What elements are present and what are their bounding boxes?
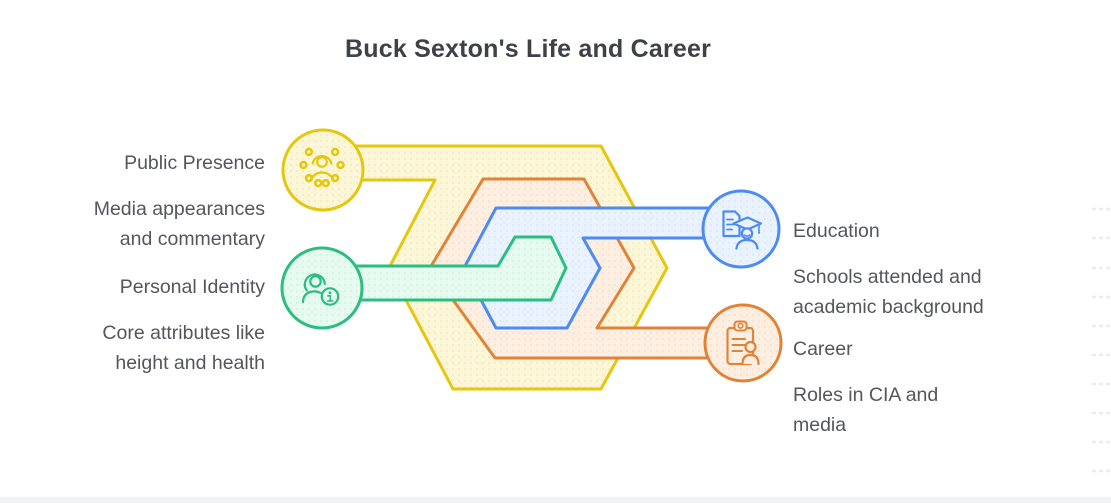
node-title: Career — [793, 338, 853, 360]
node-label-education: Education Schools attended and academic … — [793, 216, 1063, 322]
page-ruled-lines — [1092, 207, 1111, 473]
node-circle-education — [701, 189, 781, 269]
node-label-public-presence: Public Presence Media appearances and co… — [0, 148, 265, 254]
clipboard-person-icon — [726, 320, 760, 366]
node-circle-public-presence — [281, 128, 365, 212]
graduate-document-icon — [722, 210, 763, 250]
node-title: Education — [793, 220, 880, 242]
page-title: Buck Sexton's Life and Career — [344, 35, 712, 63]
person-info-icon — [301, 273, 340, 306]
node-label-career: Career Roles in CIA and media — [793, 334, 1063, 440]
node-description: Media appearances and commentary — [93, 198, 265, 250]
node-description: Core attributes like height and health — [102, 322, 265, 374]
node-label-personal-identity: Personal Identity Core attributes like h… — [0, 272, 265, 378]
node-description: Schools attended and academic background — [793, 266, 984, 318]
audience-icon — [299, 147, 345, 188]
node-title: Personal Identity — [119, 276, 265, 298]
page-bottom-edge — [0, 497, 1111, 503]
node-description: Roles in CIA and media — [793, 384, 939, 436]
node-title: Public Presence — [124, 152, 265, 174]
hex-ring-personal-identity — [330, 235, 568, 302]
node-circle-personal-identity — [280, 246, 364, 330]
